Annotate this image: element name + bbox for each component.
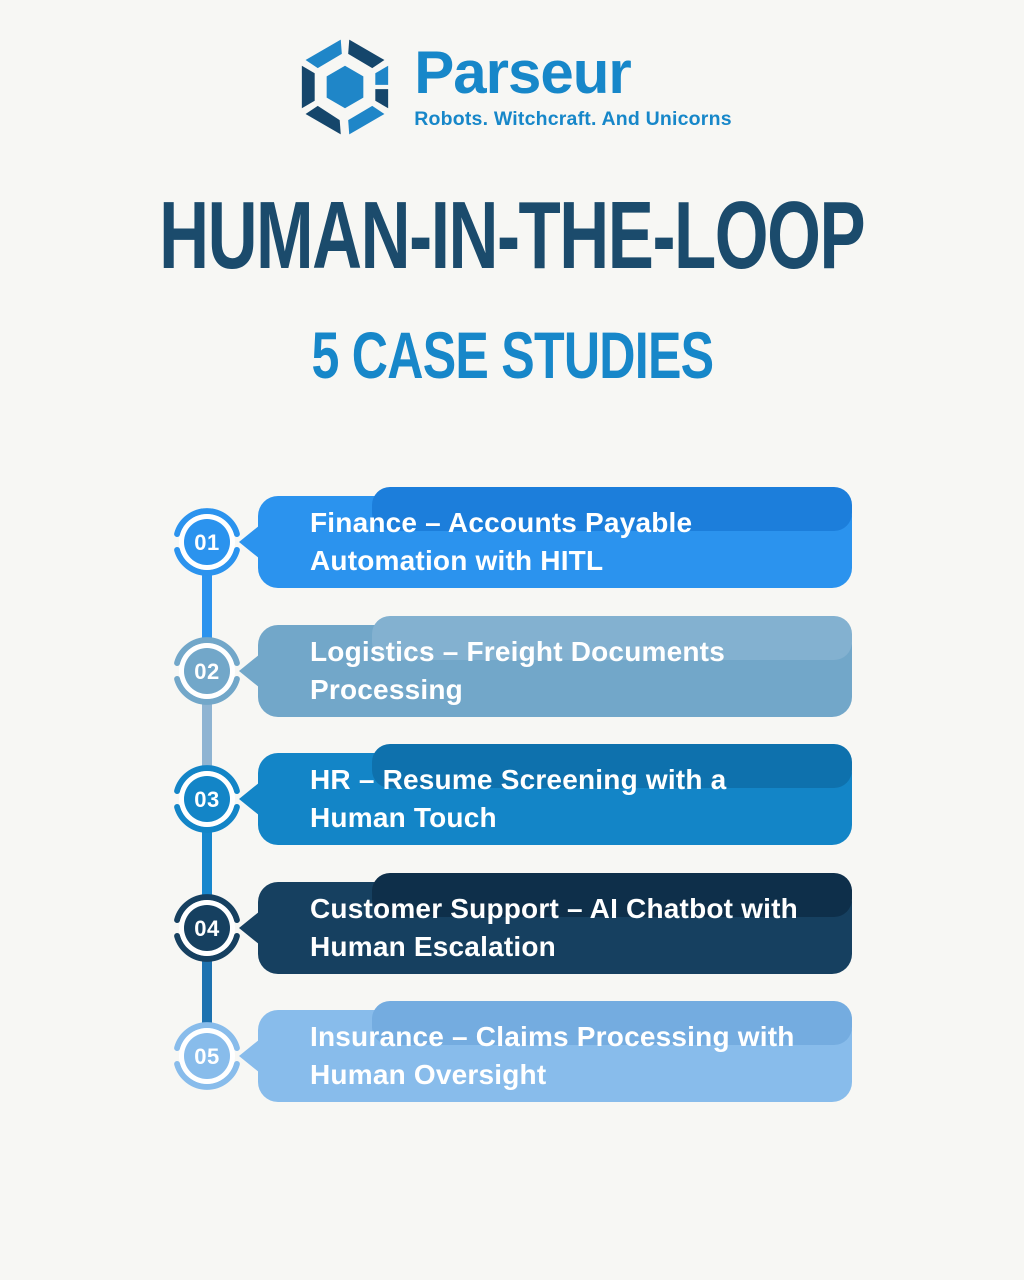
brand-name: Parseur: [414, 39, 631, 106]
step-circle: 04: [174, 893, 240, 962]
page-title: HUMAN-IN-THE-LOOP: [159, 182, 865, 289]
step-number: 01: [194, 530, 219, 555]
brand-tagline: Robots. Witchcraft. And Unicorns: [414, 108, 732, 130]
page-subtitle: 5 CASE STUDIES: [311, 318, 714, 392]
timeline-item-insurance: 05 Insurance – Claims Processing with Hu…: [0, 1001, 1024, 1102]
bubble-pointer-icon: [239, 782, 260, 816]
step-circle: 03: [174, 765, 240, 833]
step-connector: [202, 698, 212, 771]
logo: Parseur Robots. Witchcraft. And Unicorns: [0, 0, 1024, 140]
brand-text-block: Parseur Robots. Witchcraft. And Unicorns: [414, 43, 732, 131]
step-number: 02: [194, 658, 219, 683]
bubble-pointer-icon: [239, 1039, 260, 1073]
case-label: Finance – Accounts Payable Automation wi…: [310, 507, 693, 576]
step-connector: [202, 955, 212, 1028]
step-number: 04: [194, 915, 220, 940]
timeline-item-hr: 03 HR – Resume Screening with a Human To…: [0, 744, 1024, 899]
case-label: Logistics – Freight Documents Processing: [310, 635, 725, 705]
case-bubble: Logistics – Freight Documents Processing: [239, 615, 852, 717]
step-circle: 02: [174, 636, 240, 705]
case-label: Customer Support – AI Chatbot with Human…: [310, 892, 798, 962]
case-bubble: Customer Support – AI Chatbot with Human…: [239, 872, 852, 974]
case-bubble: Insurance – Claims Processing with Human…: [239, 1001, 852, 1102]
step-circle: 05: [174, 1022, 240, 1090]
step-circle: 01: [174, 508, 240, 576]
step-connector: [202, 570, 212, 642]
step-number: 03: [194, 787, 219, 812]
subtitle-block: 5 CASE STUDIES: [0, 322, 1024, 388]
timeline-item-logistics: 02 Logistics – Freight Documents Process…: [0, 615, 1024, 771]
title-block: HUMAN-IN-THE-LOOP: [0, 188, 1024, 284]
bubble-pointer-icon: [239, 910, 260, 945]
timeline-item-customer-support: 04 Customer Support – AI Chatbot with Hu…: [0, 872, 1024, 1028]
bubble-pointer-icon: [239, 525, 260, 559]
case-label: Insurance – Claims Processing with Human…: [310, 1021, 795, 1090]
parseur-cube-icon: [302, 39, 389, 135]
timeline-item-finance: 01 Finance – Accounts Payable Automation…: [0, 487, 1024, 642]
step-number: 05: [194, 1044, 219, 1069]
case-bubble: Finance – Accounts Payable Automation wi…: [239, 487, 852, 588]
timeline: 01 Finance – Accounts Payable Automation…: [0, 487, 1024, 1102]
case-bubble: HR – Resume Screening with a Human Touch: [239, 744, 852, 845]
step-connector: [202, 827, 212, 899]
case-label: HR – Resume Screening with a Human Touch: [310, 764, 727, 833]
bubble-pointer-icon: [239, 653, 260, 688]
